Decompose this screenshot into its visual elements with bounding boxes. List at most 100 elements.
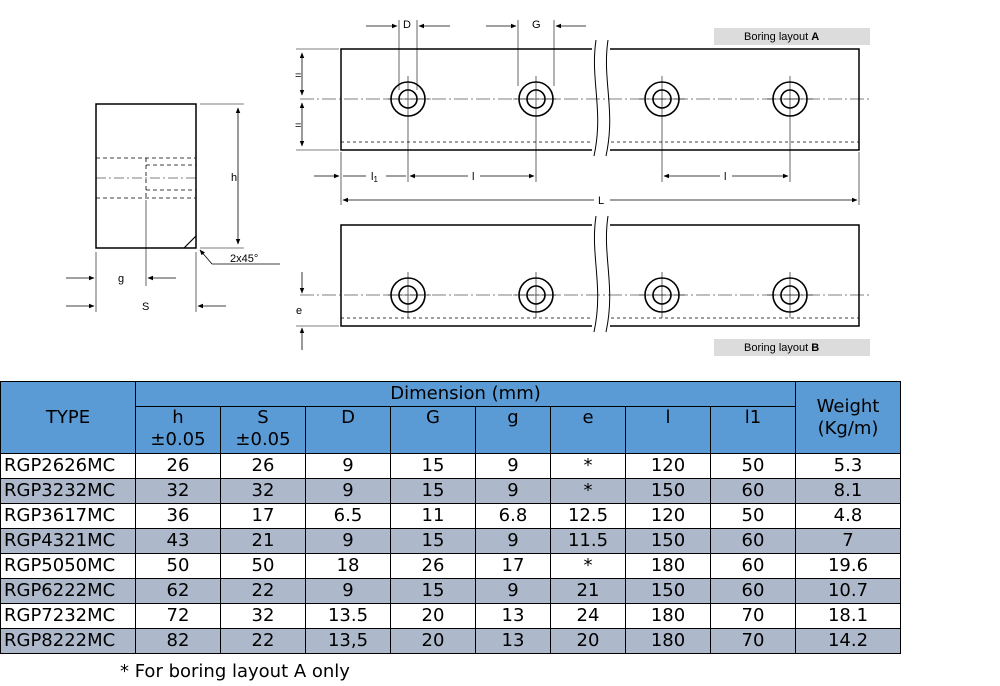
value-cell: 20 — [390, 603, 476, 629]
l-label-right: l — [724, 171, 726, 183]
type-cell: RGP6222MC — [0, 578, 136, 604]
value-cell: 120 — [625, 453, 711, 479]
value-cell: 32 — [220, 478, 306, 504]
value-cell: 17 — [475, 553, 551, 579]
sub-header-6: l — [625, 406, 711, 454]
value-cell: 70 — [710, 628, 796, 654]
value-cell: 5.3 — [795, 453, 901, 479]
value-cell: 62 — [135, 578, 221, 604]
l-label-left: l — [472, 171, 474, 183]
value-cell: 15 — [390, 453, 476, 479]
value-cell: 60 — [710, 528, 796, 554]
value-cell: * — [550, 453, 626, 479]
type-cell: RGP4321MC — [0, 528, 136, 554]
value-cell: 9 — [305, 578, 391, 604]
value-cell: 60 — [710, 578, 796, 604]
boring-layout-b-badge: Boring layout B — [714, 339, 870, 356]
value-cell: 8.1 — [795, 478, 901, 504]
value-cell: 60 — [710, 478, 796, 504]
value-cell: 13 — [475, 603, 551, 629]
value-cell: 180 — [625, 628, 711, 654]
value-cell: 18.1 — [795, 603, 901, 629]
value-cell: 180 — [625, 603, 711, 629]
value-cell: 60 — [710, 553, 796, 579]
value-cell: 15 — [390, 578, 476, 604]
value-cell: 26 — [390, 553, 476, 579]
s-label: S — [142, 301, 149, 313]
type-header: TYPE — [0, 381, 136, 454]
value-cell: 11 — [390, 503, 476, 529]
type-cell: RGP8222MC — [0, 628, 136, 654]
value-cell: * — [550, 553, 626, 579]
value-cell: 50 — [710, 453, 796, 479]
value-cell: 9 — [475, 453, 551, 479]
equal-mark-top: = — [295, 70, 301, 82]
value-cell: 150 — [625, 528, 711, 554]
boring-layout-a-badge: Boring layout A — [714, 28, 870, 45]
value-cell: 9 — [305, 478, 391, 504]
value-cell: 26 — [220, 453, 306, 479]
value-cell: 70 — [710, 603, 796, 629]
value-cell: 6.5 — [305, 503, 391, 529]
type-cell: RGP3617MC — [0, 503, 136, 529]
value-cell: 21 — [220, 528, 306, 554]
g-label: g — [118, 273, 124, 285]
L-label: L — [598, 195, 604, 207]
value-cell: 7 — [795, 528, 901, 554]
h-label: h — [231, 172, 237, 184]
value-cell: 15 — [390, 528, 476, 554]
value-cell: 22 — [220, 628, 306, 654]
value-cell: 10.7 — [795, 578, 901, 604]
sub-header-2: D — [305, 406, 391, 454]
footnote: * For boring layout A only — [120, 661, 350, 682]
type-cell: RGP2626MC — [0, 453, 136, 479]
value-cell: 150 — [625, 578, 711, 604]
sub-header-symbol: g — [507, 407, 519, 428]
value-cell: 43 — [135, 528, 221, 554]
sub-header-symbol: l1 — [744, 407, 762, 428]
dimension-group-header: Dimension (mm) — [135, 381, 796, 407]
value-cell: 12.5 — [550, 503, 626, 529]
sub-header-1: S±0.05 — [220, 406, 306, 454]
value-cell: 15 — [390, 478, 476, 504]
value-cell: 18 — [305, 553, 391, 579]
value-cell: 17 — [220, 503, 306, 529]
value-cell: 13.5 — [305, 603, 391, 629]
value-cell: 72 — [135, 603, 221, 629]
sub-header-7: l1 — [710, 406, 796, 454]
value-cell: 14.2 — [795, 628, 901, 654]
technical-drawing: h 2x45° g S — [66, 19, 872, 356]
sub-header-symbol: S — [257, 407, 269, 428]
sub-header-symbol: D — [341, 407, 355, 428]
sub-header-3: G — [390, 406, 476, 454]
value-cell: 50 — [135, 553, 221, 579]
sub-header-4: g — [475, 406, 551, 454]
sub-header-symbol: l — [665, 407, 671, 428]
boring-layout-a-view — [296, 20, 872, 205]
value-cell: 82 — [135, 628, 221, 654]
equal-mark-bottom: = — [295, 120, 301, 132]
value-cell: 50 — [220, 553, 306, 579]
value-cell: 13 — [475, 628, 551, 654]
value-cell: 19.6 — [795, 553, 901, 579]
sub-header-symbol: e — [582, 407, 594, 428]
g-upper-label: G — [532, 19, 541, 31]
value-cell: 9 — [475, 478, 551, 504]
value-cell: 9 — [475, 578, 551, 604]
type-cell: RGP5050MC — [0, 553, 136, 579]
value-cell: 180 — [625, 553, 711, 579]
value-cell: 20 — [550, 628, 626, 654]
sub-header-symbol: h — [172, 407, 184, 428]
sub-header-tolerance: ±0.05 — [235, 429, 291, 450]
value-cell: 32 — [220, 603, 306, 629]
value-cell: 50 — [710, 503, 796, 529]
e-label: e — [296, 305, 302, 317]
value-cell: 32 — [135, 478, 221, 504]
boring-layout-b-view — [296, 215, 872, 350]
